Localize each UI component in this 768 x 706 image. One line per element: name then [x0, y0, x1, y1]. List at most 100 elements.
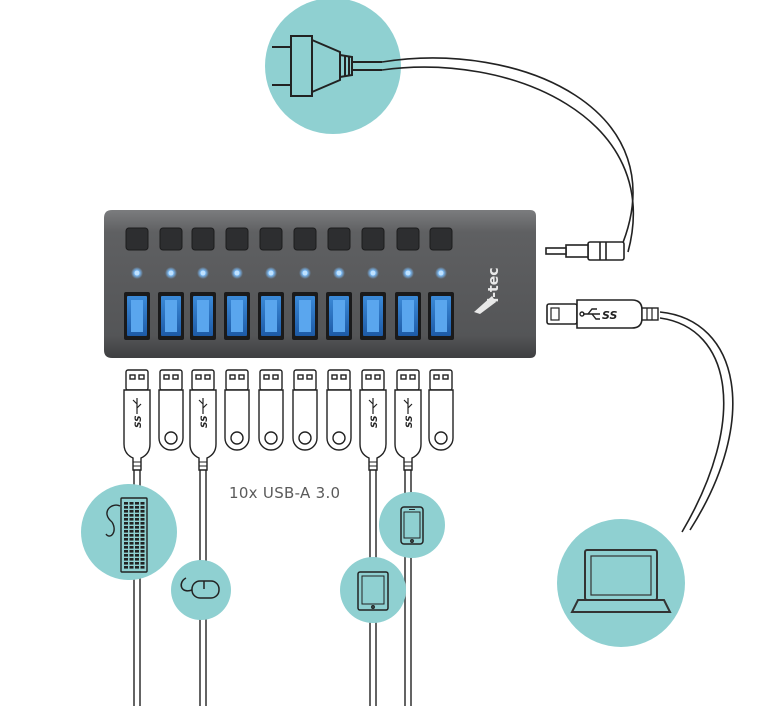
port-led-core	[234, 270, 240, 276]
port-power-button[interactable]	[396, 227, 420, 251]
keyboard-key	[129, 518, 134, 521]
port-power-button[interactable]	[259, 227, 283, 251]
keyboard-key	[135, 510, 139, 513]
phone-icon	[400, 506, 424, 545]
tablet-circle	[340, 557, 406, 623]
phone-circle	[379, 492, 445, 558]
keyboard-key	[129, 530, 134, 533]
port-power-button[interactable]	[159, 227, 183, 251]
ss-logo: SS	[602, 309, 618, 322]
port-power-button[interactable]	[361, 227, 385, 251]
port-led-core	[200, 270, 206, 276]
keyboard-key	[124, 510, 128, 513]
keyboard-key	[140, 522, 145, 525]
keyboard-key	[124, 514, 128, 517]
ss-logo: SS	[134, 415, 144, 428]
keyboard-key	[140, 506, 145, 509]
port-led-core	[336, 270, 342, 276]
keyboard-key	[140, 534, 145, 537]
keyboard-key	[129, 538, 134, 541]
keyboard-key	[140, 554, 145, 557]
keyboard-key	[129, 534, 134, 537]
usb-a-port-tongue	[435, 300, 447, 332]
usb-flash-drive	[326, 369, 352, 451]
usb-a-port-tongue	[367, 300, 379, 332]
keyboard-key	[124, 526, 128, 529]
usb-trident-icon	[368, 398, 378, 414]
keyboard-key	[129, 558, 134, 561]
port-power-button[interactable]	[293, 227, 317, 251]
keyboard-key	[124, 562, 128, 565]
usb-trident-icon	[132, 398, 142, 414]
keyboard-key	[124, 530, 128, 533]
ss-logo: SS	[405, 415, 415, 428]
usb-flash-drive	[224, 369, 250, 451]
port-power-button[interactable]	[225, 227, 249, 251]
keyboard-key	[140, 514, 145, 517]
port-power-button[interactable]	[327, 227, 351, 251]
keyboard-key	[129, 566, 134, 569]
keyboard-key	[124, 522, 128, 525]
keyboard-key	[140, 562, 145, 565]
keyboard-key	[135, 542, 139, 545]
mouse-icon	[180, 577, 220, 599]
port-power-button[interactable]	[429, 227, 453, 251]
usb-a-port-tongue	[299, 300, 311, 332]
usb-flash-drive	[292, 369, 318, 451]
keyboard-key	[129, 502, 134, 505]
port-led-core	[302, 270, 308, 276]
port-power-button[interactable]	[125, 227, 149, 251]
usb-flash-drive	[158, 369, 184, 451]
keyboard-key	[135, 514, 139, 517]
keyboard-key	[140, 558, 145, 561]
keyboard-key	[129, 522, 134, 525]
keyboard-key	[140, 526, 145, 529]
usb-a-port-tongue	[402, 300, 414, 332]
phone-device	[379, 492, 445, 558]
keyboard-key	[135, 502, 139, 505]
usb-a-port-tongue	[131, 300, 143, 332]
keyboard-key	[129, 510, 134, 513]
upstream-usb-b: SS	[546, 299, 734, 533]
dc-barrel-plug	[545, 241, 625, 261]
keyboard-key	[135, 566, 139, 569]
laptop-device	[557, 519, 685, 647]
keyboard-key	[129, 562, 134, 565]
keyboard-key	[140, 538, 145, 541]
power-plug-icon	[272, 35, 382, 97]
keyboard-key	[129, 514, 134, 517]
laptop-icon	[570, 549, 672, 613]
keyboard-key	[135, 562, 139, 565]
keyboard-key	[129, 554, 134, 557]
usb-trident-icon	[579, 308, 600, 320]
ss-logo: SS	[370, 415, 380, 428]
brand-logo: i-tec	[486, 267, 502, 302]
usb-hub: i-tec	[104, 210, 536, 358]
usb-a-port-tongue	[333, 300, 345, 332]
port-led-core	[168, 270, 174, 276]
keyboard-key	[124, 502, 128, 505]
keyboard-device	[81, 484, 177, 580]
usb-trident-icon	[403, 398, 413, 414]
keyboard-circle	[81, 484, 177, 580]
keyboard-key	[129, 526, 134, 529]
port-power-button[interactable]	[191, 227, 215, 251]
keyboard-key	[124, 538, 128, 541]
brand-logo-text: i-tec	[486, 267, 502, 302]
keyboard-key	[124, 558, 128, 561]
brand-swoosh	[474, 296, 496, 314]
usb-a-port-tongue	[197, 300, 209, 332]
mouse-circle	[171, 560, 231, 620]
keyboard-key	[124, 534, 128, 537]
keyboard-key	[140, 518, 145, 521]
keyboard-key	[140, 542, 145, 545]
usb-flash-drive	[258, 369, 284, 451]
usb-flash-drive	[428, 369, 454, 451]
keyboard-key	[140, 510, 145, 513]
keyboard-key	[129, 550, 134, 553]
keyboard-key	[135, 506, 139, 509]
keyboard-key	[124, 506, 128, 509]
laptop-circle	[557, 519, 685, 647]
ss-logo: SS	[200, 415, 210, 428]
